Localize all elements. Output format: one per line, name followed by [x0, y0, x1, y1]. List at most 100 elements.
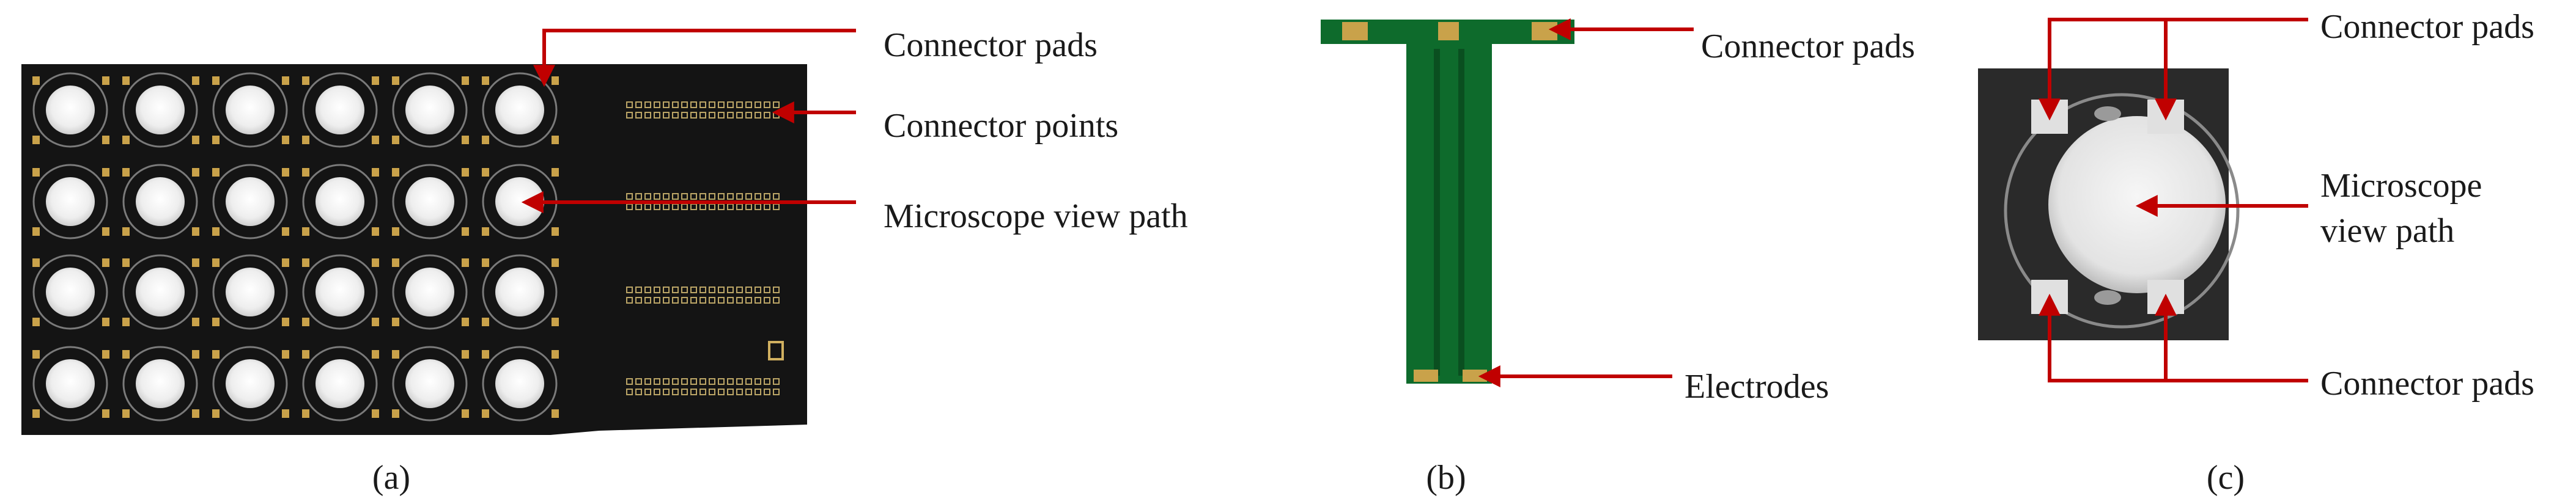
label-microscope-view-path-a: Microscope view path — [884, 197, 1188, 235]
connector-pad — [462, 227, 469, 236]
connector-pad — [192, 136, 199, 144]
connector-pad — [192, 76, 199, 85]
connector-pad — [392, 350, 399, 359]
connector-pad — [372, 168, 379, 177]
outer-ring-c — [2004, 93, 2240, 329]
sensor-well — [32, 164, 109, 239]
sensor-well — [482, 346, 559, 422]
connector-pad — [552, 409, 559, 418]
sensor-well — [212, 164, 289, 239]
connector-pad — [372, 136, 379, 144]
sensor-well — [302, 164, 379, 239]
sensor-well — [302, 346, 379, 422]
connector-pad — [392, 168, 399, 177]
connector-pad — [212, 136, 220, 144]
connector-pad — [212, 76, 220, 85]
arrow-connector-pads-a — [533, 29, 856, 87]
sensor-well — [302, 72, 379, 148]
sensor-well — [32, 346, 109, 422]
caption-a: (a) — [372, 459, 410, 497]
connector-pad — [192, 258, 199, 267]
label-connector-pads-a: Connector pads — [884, 26, 1098, 64]
sensor-well — [122, 346, 199, 422]
sensor-well — [482, 254, 559, 330]
pcb-board-a — [21, 64, 807, 435]
arrow-connector-pads-c-top — [2039, 18, 2308, 121]
connector-pad — [32, 76, 40, 85]
connector-pad — [372, 318, 379, 326]
connector-pad — [302, 227, 309, 236]
well-grid — [32, 72, 559, 422]
caption-c: (c) — [2207, 459, 2245, 497]
sensor-well — [122, 254, 199, 330]
connector-pad — [302, 350, 309, 359]
connector-pad — [282, 258, 289, 267]
connector-point-strip — [626, 378, 780, 395]
trace-right — [1458, 49, 1464, 376]
connector-pad — [462, 136, 469, 144]
connector-pad — [392, 76, 399, 85]
connector-pad — [482, 409, 489, 418]
connector-pad — [372, 258, 379, 267]
connector-pad — [102, 258, 109, 267]
sensor-well — [392, 72, 469, 148]
connector-pad — [372, 227, 379, 236]
connector-pad — [282, 136, 289, 144]
sensor-well — [482, 72, 559, 148]
connector-pad — [302, 76, 309, 85]
connector-pad — [102, 76, 109, 85]
connector-pad — [32, 318, 40, 326]
connector-pad — [302, 168, 309, 177]
label-connector-pads-b: Connector pads — [1701, 27, 1915, 65]
connector-pad — [212, 409, 220, 418]
sensor-well — [212, 254, 289, 330]
connector-pad — [282, 168, 289, 177]
connector-pad-b1 — [1342, 22, 1368, 40]
connector-pad — [482, 168, 489, 177]
connector-pad — [212, 227, 220, 236]
connector-pad — [122, 227, 130, 236]
connector-pad — [482, 350, 489, 359]
connector-pad — [122, 76, 130, 85]
board-fiducial — [768, 341, 784, 360]
panel-c: Connector pads Microscope view path Conn… — [1978, 8, 2534, 497]
connector-pad — [462, 258, 469, 267]
connector-pad — [102, 409, 109, 418]
connector-point-strip — [626, 101, 780, 119]
label-electrodes-b: Electrodes — [1685, 368, 1829, 406]
connector-pad — [462, 318, 469, 326]
arrow-connector-pads-c-bottom — [2039, 293, 2308, 382]
sensor-well — [32, 72, 109, 148]
electrode-b1 — [1414, 370, 1438, 382]
connector-pad — [462, 409, 469, 418]
connector-pad — [392, 227, 399, 236]
sensor-well — [392, 254, 469, 330]
sensor-well — [392, 164, 469, 239]
connector-pad — [552, 168, 559, 177]
connector-pad — [552, 227, 559, 236]
connector-pad — [122, 318, 130, 326]
connector-pad — [282, 227, 289, 236]
connector-pad — [122, 168, 130, 177]
connector-pad — [392, 258, 399, 267]
sensor-well — [122, 164, 199, 239]
connector-pad — [122, 136, 130, 144]
connector-pad — [212, 318, 220, 326]
label-connector-points-a: Connector points — [884, 107, 1118, 145]
connector-pad — [282, 318, 289, 326]
connector-pad — [552, 76, 559, 85]
connector-pad — [302, 136, 309, 144]
connector-pad — [282, 409, 289, 418]
connector-pad — [302, 258, 309, 267]
connector-pad — [32, 227, 40, 236]
connector-pad — [122, 350, 130, 359]
connector-pad — [482, 136, 489, 144]
connector-pad — [482, 227, 489, 236]
label-connector-pads-c-top: Connector pads — [2320, 8, 2534, 46]
sensor-well — [212, 346, 289, 422]
connector-pad — [102, 318, 109, 326]
connector-point-strip — [626, 287, 780, 304]
sensor-well — [32, 254, 109, 330]
connector-pad — [482, 258, 489, 267]
